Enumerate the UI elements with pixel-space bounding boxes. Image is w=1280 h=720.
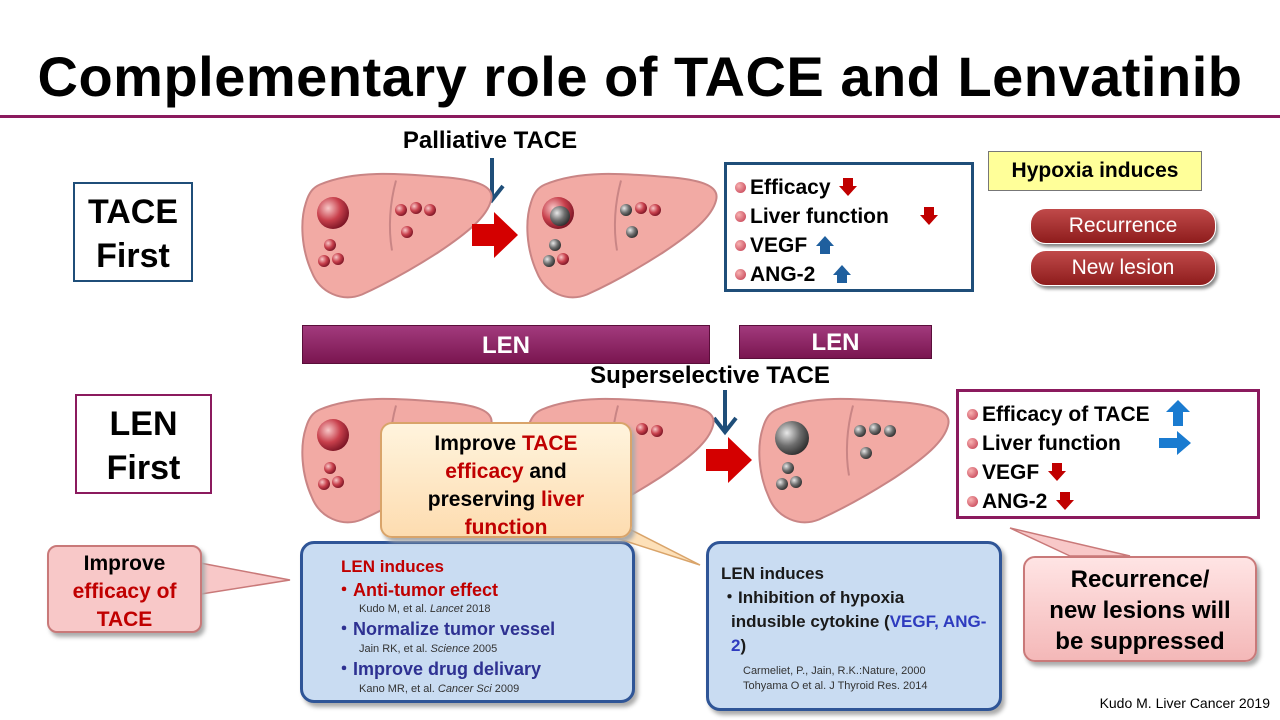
left-callout-tail bbox=[194, 561, 291, 596]
bullet-icon bbox=[735, 182, 746, 193]
callout-line: new lesions will bbox=[1049, 597, 1231, 624]
effect-label: Efficacy bbox=[750, 176, 831, 199]
bullet-icon bbox=[735, 240, 746, 251]
arrow-down-icon bbox=[839, 178, 858, 196]
arrow-down-icon bbox=[919, 207, 938, 225]
callout-recurrence-suppressed: Recurrence/ new lesions will be suppress… bbox=[1023, 556, 1257, 662]
bullet-icon bbox=[735, 269, 746, 280]
transition-arrow-icon bbox=[706, 437, 752, 483]
tace-first-effects-box: Efficacy Liver function VEGF ANG-2 bbox=[724, 162, 974, 292]
ref-text: Kano MR, et al. bbox=[359, 683, 438, 695]
callout-text-part: TACE efficacy bbox=[445, 432, 578, 483]
effect-label: ANG-2 bbox=[982, 490, 1048, 513]
effect-liver-function: Liver function bbox=[967, 429, 1257, 458]
bullet-icon bbox=[735, 211, 746, 222]
outcome-new-lesion: New lesion bbox=[1030, 250, 1216, 286]
citation: Kudo M. Liver Cancer 2019 bbox=[1099, 695, 1270, 711]
len-induces-box-right: LEN induces ・Inhibition of hypoxia indus… bbox=[706, 541, 1002, 711]
box-ref: Kudo M, et al. Lancet 2018 bbox=[359, 602, 632, 616]
box-item-drug-delivery: ・Improve drug delivary bbox=[335, 659, 542, 679]
effect-efficacy: Efficacy bbox=[735, 173, 971, 202]
len-bar-1: LEN bbox=[302, 325, 710, 364]
ref-text: 2005 bbox=[469, 643, 498, 655]
box-ref: Kano MR, et al. Cancer Sci 2009 bbox=[359, 682, 632, 696]
arrow-down-icon bbox=[1048, 463, 1067, 481]
box-heading: LEN induces bbox=[341, 557, 444, 576]
box-item-anti-tumor: ・Anti-tumor effect bbox=[335, 580, 498, 600]
len-induces-box-left: LEN induces ・Anti-tumor effect Kudo M, e… bbox=[300, 541, 635, 703]
transition-arrow-icon bbox=[472, 212, 518, 258]
liver-len-first-before bbox=[298, 395, 498, 525]
box-item-normalize: ・Normalize tumor vessel bbox=[335, 619, 556, 639]
ref-text: 2009 bbox=[491, 683, 520, 695]
effect-ang2: ANG-2 bbox=[735, 260, 971, 289]
effect-ang2: ANG-2 bbox=[967, 487, 1257, 516]
callout-line: be suppressed bbox=[1055, 628, 1225, 655]
effect-efficacy-of-tace: Efficacy of TACE bbox=[967, 400, 1257, 429]
arrow-up-icon bbox=[816, 236, 835, 254]
arrow-up-icon bbox=[1165, 400, 1190, 426]
effect-label: Efficacy of TACE bbox=[982, 403, 1150, 426]
cytokine-highlight: VEGF, ANG-2 bbox=[731, 612, 987, 655]
box-item-cytokine: indusible cytokine (VEGF, ANG-2) bbox=[731, 610, 1001, 658]
effect-label: Liver function bbox=[750, 205, 889, 228]
liver-tace-first-before bbox=[298, 170, 498, 300]
tace-first-label: TACE First bbox=[73, 182, 193, 282]
box-ref: Tohyama O et al. J Thyroid Res. 2014 bbox=[743, 680, 928, 692]
ref-text: Kudo M, et al. bbox=[359, 603, 430, 615]
callout-improve-efficacy: Improve efficacy of TACE bbox=[47, 545, 202, 633]
callout-line: efficacy of bbox=[72, 580, 177, 603]
box-heading: LEN induces bbox=[721, 564, 824, 583]
effect-label: Liver function bbox=[982, 432, 1121, 455]
cytokine-text: ) bbox=[740, 636, 747, 655]
bullet-icon bbox=[967, 438, 978, 449]
len-first-label-line2: First bbox=[106, 449, 181, 487]
title-divider bbox=[0, 115, 1280, 118]
superselective-tace-arrow-icon bbox=[712, 390, 738, 436]
ref-journal: Lancet bbox=[429, 603, 463, 615]
effect-label: VEGF bbox=[750, 234, 808, 257]
box-item-inhibition: ・Inhibition of hypoxia bbox=[721, 588, 905, 607]
effect-label: ANG-2 bbox=[750, 263, 816, 286]
ref-journal: Science bbox=[430, 643, 470, 655]
bullet-icon bbox=[967, 496, 978, 507]
callout-line: Recurrence/ bbox=[1070, 566, 1210, 593]
tace-first-label-line1: TACE bbox=[87, 193, 179, 231]
arrow-down-icon bbox=[1056, 492, 1075, 510]
ref-journal: Cancer Sci bbox=[437, 683, 492, 695]
callout-line: TACE bbox=[96, 608, 153, 631]
effect-vegf: VEGF bbox=[735, 231, 971, 260]
bullet-icon bbox=[967, 409, 978, 420]
arrow-up-icon bbox=[833, 265, 852, 283]
effect-vegf: VEGF bbox=[967, 458, 1257, 487]
callout-text-part: liver function bbox=[464, 488, 585, 539]
len-first-effects-box: Efficacy of TACE Liver function VEGF ANG… bbox=[956, 389, 1260, 519]
box-ref: Jain RK, et al. Science 2005 bbox=[359, 642, 632, 656]
effect-label: VEGF bbox=[982, 461, 1040, 484]
arrow-right-icon bbox=[1158, 431, 1191, 455]
tace-first-label-line2: First bbox=[96, 237, 170, 275]
ref-text: Jain RK, et al. bbox=[359, 643, 431, 655]
slide-title: Complementary role of TACE and Lenvatini… bbox=[37, 45, 1243, 108]
superselective-tace-label: Superselective TACE bbox=[590, 362, 830, 389]
callout-improve-tace-efficacy: Improve TACE efficacy and preserving liv… bbox=[380, 422, 632, 539]
hypoxia-label: Hypoxia induces bbox=[988, 151, 1202, 191]
ref-text: 2018 bbox=[462, 603, 491, 615]
effect-liver-function: Liver function bbox=[735, 202, 971, 231]
cytokine-text: indusible cytokine ( bbox=[731, 612, 890, 631]
box-ref: Carmeliet, P., Jain, R.K.:Nature, 2000 bbox=[743, 665, 926, 677]
len-first-label-line1: LEN bbox=[109, 405, 178, 443]
palliative-tace-label: Palliative TACE bbox=[402, 127, 578, 154]
liver-tace-first-after bbox=[523, 170, 723, 300]
callout-text-part: and preserving bbox=[427, 460, 567, 511]
callout-line: Improve bbox=[83, 552, 166, 575]
len-first-label: LEN First bbox=[75, 394, 212, 494]
right-callout-tail bbox=[1009, 527, 1131, 557]
callout-text-part: Improve bbox=[434, 432, 522, 455]
bullet-icon bbox=[967, 467, 978, 478]
liver-len-first-after bbox=[755, 395, 955, 525]
outcome-recurrence: Recurrence bbox=[1030, 208, 1216, 244]
len-bar-2: LEN bbox=[739, 325, 932, 359]
